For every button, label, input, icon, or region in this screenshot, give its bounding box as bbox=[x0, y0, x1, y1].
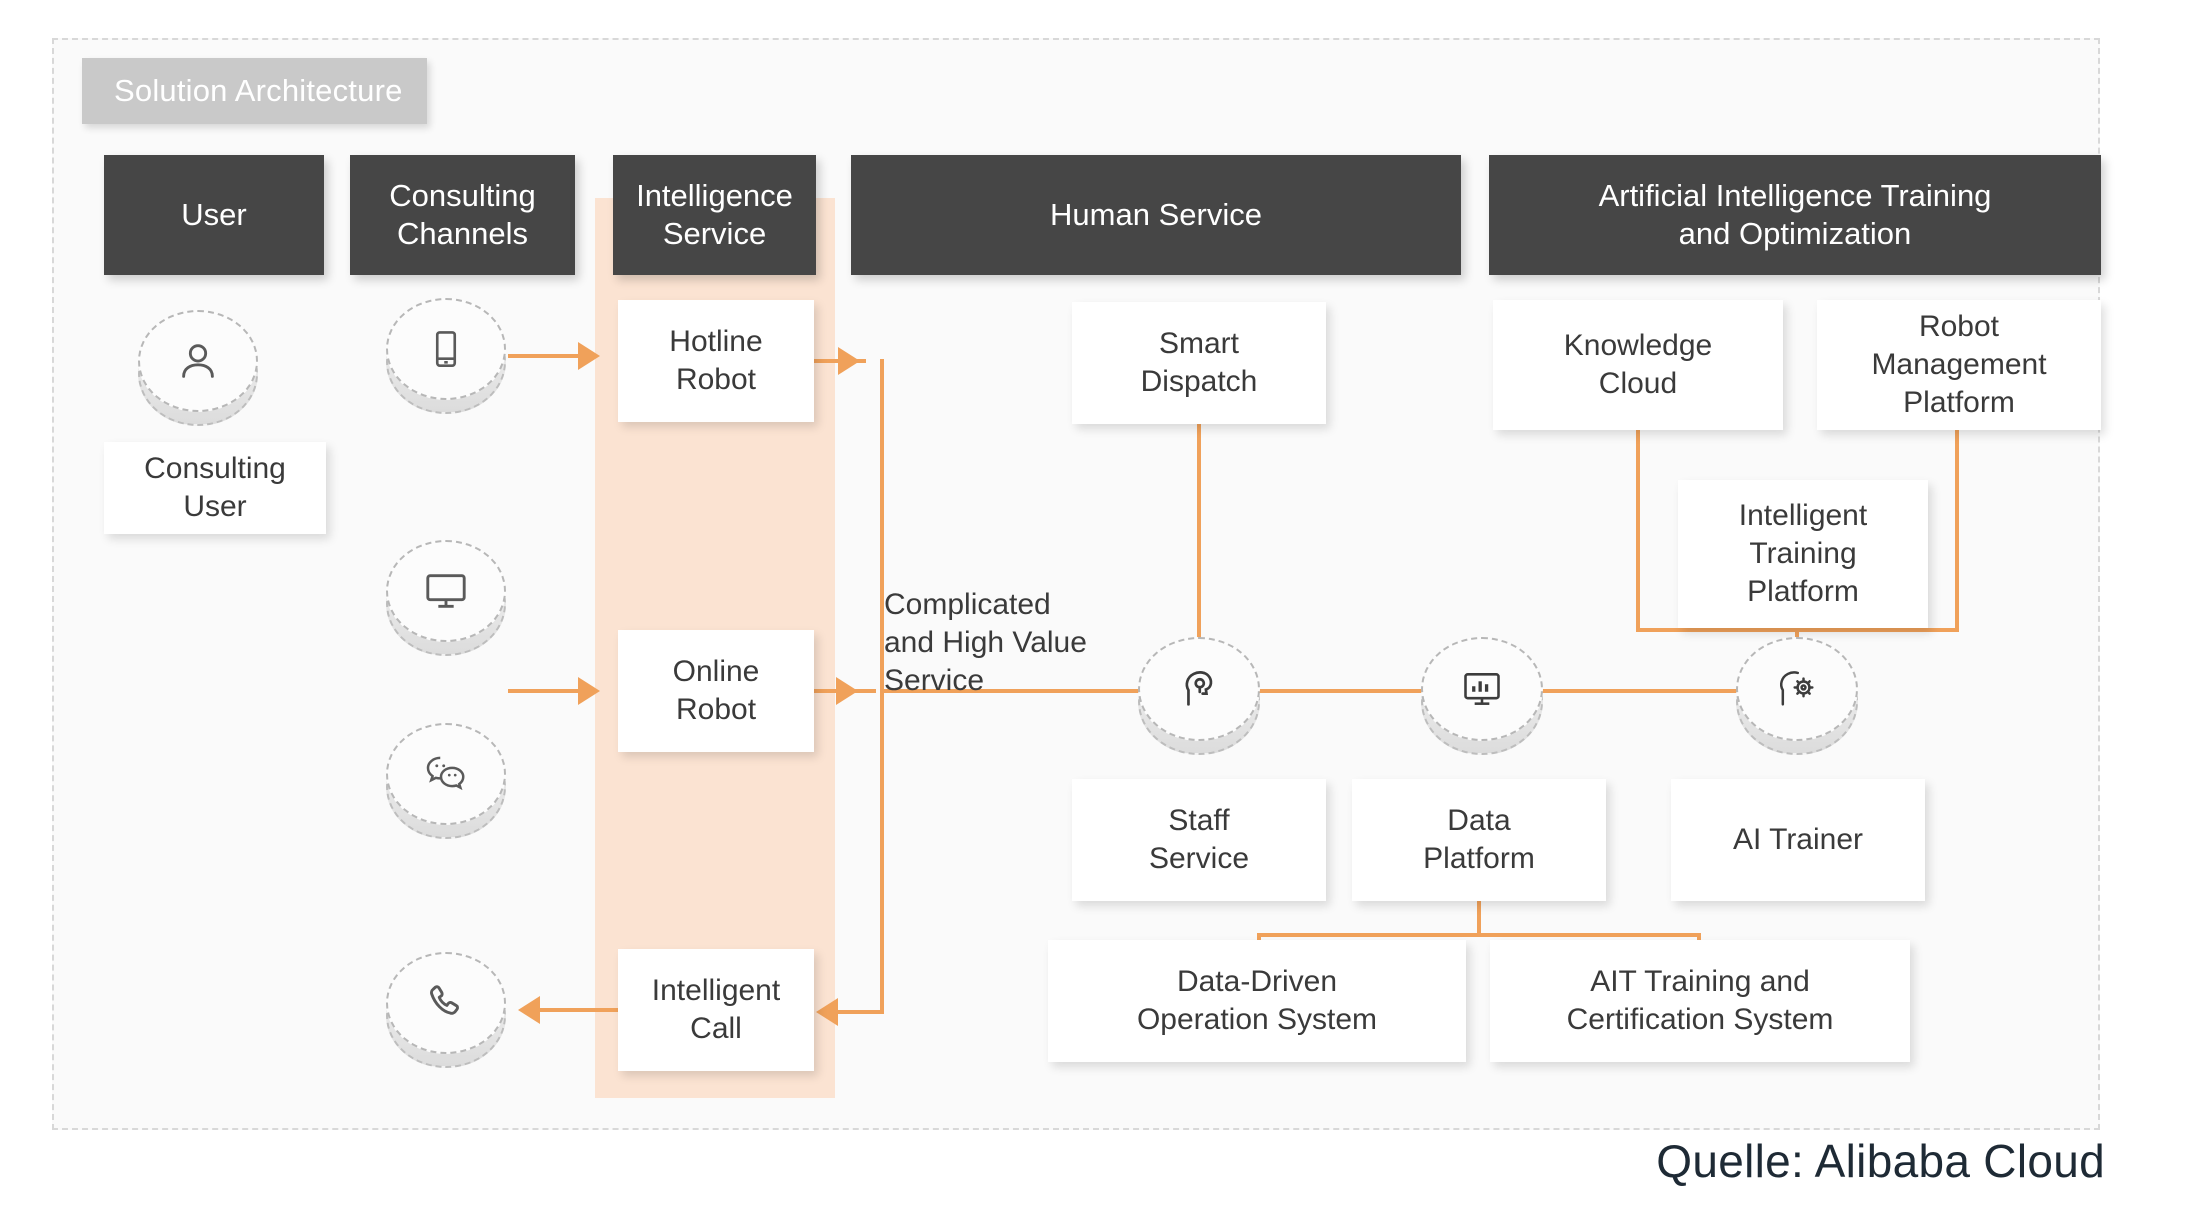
arrow-monitor-to-online bbox=[578, 677, 600, 705]
ai-gear-icon bbox=[1736, 637, 1858, 755]
header-intelligence-service: Intelligence Service bbox=[613, 155, 816, 275]
header-user: User bbox=[104, 155, 324, 275]
card-ait-training-line2: Certification System bbox=[1566, 1003, 1834, 1036]
header-ai-line1: Artificial Intelligence Training bbox=[1598, 178, 1992, 214]
label-complicated-line2: and High Value bbox=[884, 626, 1087, 660]
card-hotline-line1: Hotline bbox=[669, 325, 763, 359]
connector-mobile-to-hotline bbox=[508, 354, 580, 358]
card-data-driven-line2: Operation System bbox=[1136, 1003, 1378, 1036]
card-ait-training-certification-system[interactable]: AIT Training and Certification System bbox=[1490, 940, 1910, 1062]
card-data-platform-line1: Data bbox=[1447, 804, 1511, 838]
card-data-driven-operation-system[interactable]: Data-Driven Operation System bbox=[1048, 940, 1466, 1062]
connector-robot-mgmt-down bbox=[1955, 430, 1959, 630]
card-staff-service-line2: Service bbox=[1148, 842, 1250, 875]
dashboard-icon bbox=[1421, 637, 1543, 755]
connector-knowledge-down bbox=[1636, 430, 1640, 630]
connector-bottom-bus bbox=[1257, 933, 1699, 937]
arrow-mobile-to-hotline bbox=[578, 342, 600, 370]
coin-top bbox=[386, 298, 506, 400]
coin-top bbox=[1421, 637, 1543, 741]
ai-brain-icon bbox=[1138, 637, 1260, 755]
card-intel-training-line3: Platform bbox=[1747, 574, 1859, 608]
header-channels-line1: Consulting bbox=[389, 178, 536, 214]
header-human-service: Human Service bbox=[851, 155, 1461, 275]
card-smart-dispatch[interactable]: Smart Dispatch bbox=[1072, 302, 1326, 424]
mobile-icon bbox=[386, 298, 506, 414]
card-smart-dispatch-line2: Dispatch bbox=[1140, 365, 1258, 398]
arrow-bus-to-call bbox=[816, 998, 838, 1026]
card-data-platform-line2: Platform bbox=[1423, 842, 1535, 875]
arrow-call-to-phone bbox=[518, 996, 540, 1024]
header-human-label: Human Service bbox=[1050, 197, 1262, 233]
label-complicated-line1: Complicated bbox=[884, 588, 1051, 621]
card-staff-service[interactable]: Staff Service bbox=[1072, 779, 1326, 901]
monitor-icon bbox=[386, 540, 506, 656]
coin-top bbox=[386, 723, 506, 825]
phone-icon bbox=[386, 952, 506, 1068]
connector-main-service-line bbox=[880, 689, 1798, 693]
label-complicated-high-value-service: Complicated and High Value Service bbox=[884, 586, 1124, 700]
card-data-platform[interactable]: Data Platform bbox=[1352, 779, 1606, 901]
connector-bus-to-call bbox=[838, 1010, 884, 1014]
card-robot-mgmt-line2: Management bbox=[1871, 348, 2047, 382]
card-robot-management-platform[interactable]: Robot Management Platform bbox=[1817, 300, 2101, 430]
card-smart-dispatch-line1: Smart bbox=[1158, 327, 1239, 361]
card-data-driven-line1: Data-Driven bbox=[1176, 965, 1338, 999]
arrow-online-right bbox=[836, 677, 858, 705]
coin-top bbox=[138, 310, 258, 412]
card-intelligent-training-platform[interactable]: Intelligent Training Platform bbox=[1678, 480, 1928, 628]
card-intelligent-call-line2: Call bbox=[690, 1012, 742, 1045]
header-user-label: User bbox=[181, 197, 247, 233]
card-hotline-line2: Robot bbox=[675, 363, 757, 396]
wechat-icon bbox=[386, 723, 506, 839]
bus-vertical-main bbox=[880, 359, 884, 1012]
card-ai-trainer-label: AI Trainer bbox=[1732, 823, 1864, 857]
card-ait-training-line1: AIT Training and bbox=[1590, 965, 1810, 999]
connector-smart-dispatch-down bbox=[1197, 424, 1201, 646]
card-robot-mgmt-line3: Platform bbox=[1903, 385, 2015, 419]
coin-top bbox=[1736, 637, 1858, 741]
card-hotline-robot[interactable]: Hotline Robot bbox=[618, 300, 814, 422]
header-consulting-channels: Consulting Channels bbox=[350, 155, 575, 275]
arrow-hotline-right bbox=[838, 347, 860, 375]
card-robot-mgmt-line1: Robot bbox=[1918, 310, 2000, 344]
card-online-robot[interactable]: Online Robot bbox=[618, 630, 814, 752]
header-intel-line2: Service bbox=[662, 216, 767, 251]
card-knowledge-line2: Cloud bbox=[1598, 367, 1678, 400]
card-staff-service-line1: Staff bbox=[1168, 804, 1230, 838]
connector-data-platform-down bbox=[1477, 901, 1481, 937]
coin-top bbox=[1138, 637, 1260, 741]
card-intel-training-line2: Training bbox=[1749, 537, 1857, 571]
header-intel-line1: Intelligence bbox=[636, 178, 793, 214]
coin-top bbox=[386, 952, 506, 1054]
card-intel-training-line1: Intelligent bbox=[1738, 499, 1868, 533]
header-ai-training-optimization: Artificial Intelligence Training and Opt… bbox=[1489, 155, 2101, 275]
connector-call-to-phone bbox=[540, 1008, 618, 1012]
label-complicated-line3: Service bbox=[884, 664, 985, 698]
card-intelligent-call-line1: Intelligent bbox=[651, 974, 781, 1008]
card-ai-trainer[interactable]: AI Trainer bbox=[1671, 779, 1925, 901]
card-consulting-user-line2: User bbox=[183, 490, 247, 523]
coin-top bbox=[386, 540, 506, 642]
solution-architecture-label: Solution Architecture bbox=[114, 73, 403, 108]
card-consulting-user-line1: Consulting bbox=[144, 452, 286, 486]
card-knowledge-cloud[interactable]: Knowledge Cloud bbox=[1493, 300, 1783, 430]
header-channels-line2: Channels bbox=[397, 216, 528, 251]
card-online-line2: Robot bbox=[675, 693, 757, 726]
card-knowledge-line1: Knowledge bbox=[1563, 329, 1713, 363]
header-ai-line2: and Optimization bbox=[1678, 216, 1912, 251]
card-intelligent-call[interactable]: Intelligent Call bbox=[618, 949, 814, 1071]
card-online-line1: Online bbox=[672, 655, 760, 689]
person-icon bbox=[138, 310, 258, 426]
card-consulting-user[interactable]: Consulting User bbox=[104, 442, 326, 534]
source-caption: Quelle: Alibaba Cloud bbox=[1656, 1135, 2105, 1187]
solution-architecture-tag: Solution Architecture bbox=[82, 58, 427, 124]
connector-monitor-to-online bbox=[508, 689, 580, 693]
